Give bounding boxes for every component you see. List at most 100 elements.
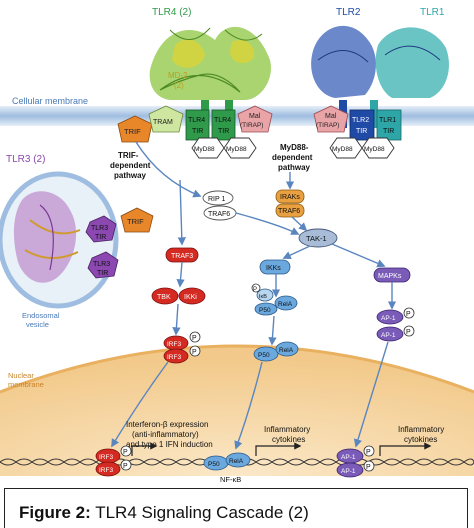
tlr3-tir-a-tir: TIR: [95, 234, 106, 241]
tlr1-title: TLR1: [420, 7, 445, 18]
tlr2-tir-tir: TIR: [356, 128, 367, 135]
trif-pathway-line2: dependent: [110, 161, 151, 170]
tlr4-tir-b: [211, 109, 236, 141]
p50-mid-label: P50: [258, 352, 270, 359]
interferon-line2: (anti-inflammatory): [132, 430, 199, 439]
ap1-dna-a-label: AP-1: [341, 454, 356, 461]
myd88-pathway-line1: MyD88-: [280, 143, 309, 152]
irf3-top-p2: [189, 345, 201, 357]
endosomal-label-1: Endosomal: [22, 311, 60, 320]
p50-dna-label: P50: [208, 461, 220, 468]
traf6-right-label: TRAF6: [278, 208, 300, 215]
irf3-top-a-label: IRF3: [167, 341, 181, 348]
mal-right-label: Mal: [325, 113, 337, 120]
tlr3-tir-b-tir: TIR: [97, 270, 108, 277]
mal-left-label: Mal: [249, 113, 261, 120]
tlr2-tlr1-structure: [311, 25, 449, 99]
ap1-top-b-label: AP-1: [381, 332, 396, 339]
tlr3-tir-a-name: TLR3: [91, 225, 108, 232]
ap1-dna-b-label: AP-1: [341, 468, 356, 475]
mal-left-tirap: (TIRAP): [240, 122, 263, 129]
tram-adaptor: [148, 105, 184, 133]
ikks-node: [259, 259, 291, 275]
md2-count: (2): [174, 81, 184, 90]
ap1-top-a: [376, 309, 404, 325]
p50-top-label: P50: [259, 307, 271, 314]
ap1-top-p2: [403, 325, 415, 337]
rela-top-node: [274, 295, 298, 311]
rela-mid-label: RelA: [279, 347, 294, 354]
irf3-dna-b: [95, 461, 121, 477]
ikb-p: [251, 283, 261, 293]
cellular-membrane: [0, 106, 474, 126]
iraks-label: IRAKs: [280, 194, 300, 201]
rip1-node: [202, 190, 234, 206]
ikks-label: IKKs: [266, 265, 281, 272]
ap1-dna-p2-label: P: [366, 464, 371, 471]
tlr4-title: TLR4 (2): [152, 7, 191, 18]
p50-top-node: [254, 302, 278, 316]
irf3-dna-p1-label: P: [123, 449, 128, 456]
irf3-dna-p2-label: P: [123, 463, 128, 470]
tbk-node: [151, 287, 179, 305]
trif-tlr3-adaptor: [120, 207, 154, 233]
ap1-top-p1-label: P: [406, 311, 411, 318]
tlr2-tir: [349, 109, 375, 141]
myd88-right-a: [329, 137, 363, 159]
cytokines-mid-line1: Inflammatory: [264, 425, 310, 434]
tlr4-tir-a-name: TLR4: [188, 117, 205, 124]
tlr4-tir-a-tir: TIR: [192, 128, 203, 135]
irf3-top-b-label: IRF3: [167, 354, 181, 361]
rela-dna-label: RelA: [229, 458, 244, 465]
myd88-left-b-label: MyD88: [226, 146, 247, 153]
ikki-label: IKKi: [184, 294, 197, 301]
tbk-label: TBK: [157, 294, 171, 301]
tlr4-tir-b-name: TLR4: [214, 117, 231, 124]
nuclear-membrane-label-1: Nuclear: [8, 371, 34, 380]
tlr3-tir-a: [85, 215, 117, 243]
irf3-top-p2-label: P: [192, 349, 197, 356]
endosomal-label-2: vesicle: [26, 320, 49, 329]
ikb-p-label: P: [253, 287, 257, 293]
myd88-left-b: [223, 137, 257, 159]
traf6-right-node: [275, 203, 305, 218]
myd88-left-a-label: MyD88: [194, 146, 215, 153]
mal-adaptor-right: [313, 105, 349, 133]
tlr4-md2-structure: [149, 26, 271, 100]
ap1-dna-p1-label: P: [366, 449, 371, 456]
tlr4-tir-a: [185, 109, 210, 141]
tak1-label: TAK-1: [306, 234, 327, 243]
tlr1-tir-name: TLR1: [379, 117, 396, 124]
md2-label: MD-2: [168, 71, 188, 80]
irf3-top-p1-label: P: [192, 335, 197, 342]
irf3-dna-b-label: IRF3: [99, 467, 113, 474]
ikki-node: [178, 287, 206, 305]
nuclear-membrane-label-2: membrane: [8, 380, 44, 389]
myd88-right-a-label: MyD88: [332, 146, 353, 153]
irf3-top-b: [163, 348, 189, 364]
nuclear-membrane: [0, 344, 474, 394]
trif-label: TRIF: [124, 127, 141, 136]
cytokines-right-line2: cytokines: [404, 435, 437, 444]
tlr3-tir-b: [87, 251, 119, 279]
ap1-dna-p2: [363, 460, 375, 472]
irf3-dna-p2: [120, 459, 132, 471]
tram-label: TRAM: [153, 119, 173, 126]
ap1-top-p2-label: P: [406, 329, 411, 336]
figure-caption: Figure 2: TLR4 Signaling Cascade (2): [4, 488, 468, 528]
ap1-dna-b: [336, 462, 364, 478]
myd88-pathway-line3: pathway: [278, 163, 311, 172]
mal-right-tirap: (TIRAP): [316, 122, 339, 129]
myd88-right-b-label: MyD88: [364, 146, 385, 153]
myd88-left-a: [191, 137, 225, 159]
rela-dna-node: [225, 452, 251, 468]
tlr1-tir-tir: TIR: [383, 128, 394, 135]
tlr3-title: TLR3 (2): [6, 154, 45, 165]
trif-tlr3-label: TRIF: [127, 217, 144, 226]
figure-caption-text: TLR4 Signaling Cascade (2): [90, 503, 309, 522]
mapks-label: MAPKs: [378, 273, 402, 280]
trif-adaptor: [117, 115, 153, 143]
rela-top-label: RelA: [278, 301, 293, 308]
interferon-line3: and type 1 IFN induction: [126, 440, 213, 449]
